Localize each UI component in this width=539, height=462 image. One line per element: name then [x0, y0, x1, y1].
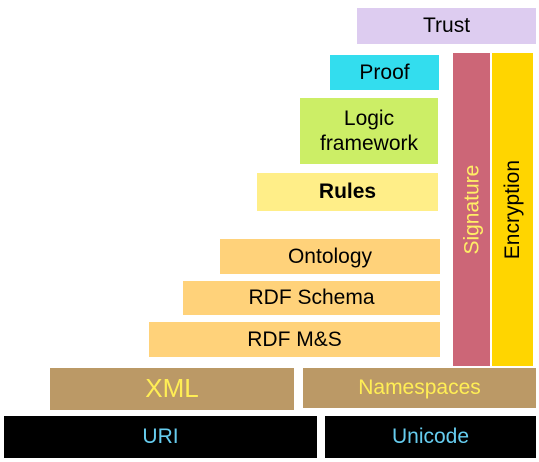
layer-rules-label: Rules	[318, 180, 377, 204]
layer-ontology: Ontology	[220, 239, 440, 274]
layer-proof: Proof	[330, 55, 439, 90]
layer-uri: URI	[4, 416, 317, 458]
layer-rdf-ms-label: RDF M&S	[247, 327, 342, 351]
layer-logic-framework: Logic framework	[300, 98, 438, 164]
layer-xml: XML	[50, 368, 294, 410]
layer-rdf-schema-label: RDF Schema	[248, 286, 375, 310]
layer-unicode-label: Unicode	[391, 425, 470, 449]
layer-proof-label: Proof	[359, 60, 410, 84]
layer-rdf-ms: RDF M&S	[149, 322, 440, 357]
layer-logic-framework-label: Logic framework	[319, 106, 419, 155]
layer-xml-label: XML	[145, 373, 199, 404]
layer-namespaces-label: Namespaces	[358, 376, 481, 400]
layer-encryption: Encryption	[492, 53, 533, 366]
layer-signature: Signature	[453, 53, 490, 366]
layer-signature-label: Signature	[459, 164, 483, 255]
layer-namespaces: Namespaces	[303, 368, 536, 408]
layer-trust-label: Trust	[422, 14, 471, 38]
layer-ontology-label: Ontology	[287, 244, 373, 268]
layer-uri-label: URI	[142, 425, 179, 449]
layer-unicode: Unicode	[325, 416, 536, 458]
layer-rdf-schema: RDF Schema	[183, 281, 440, 315]
layer-trust: Trust	[357, 8, 536, 44]
layer-rules: Rules	[257, 173, 438, 211]
layer-encryption-label: Encryption	[500, 159, 524, 260]
